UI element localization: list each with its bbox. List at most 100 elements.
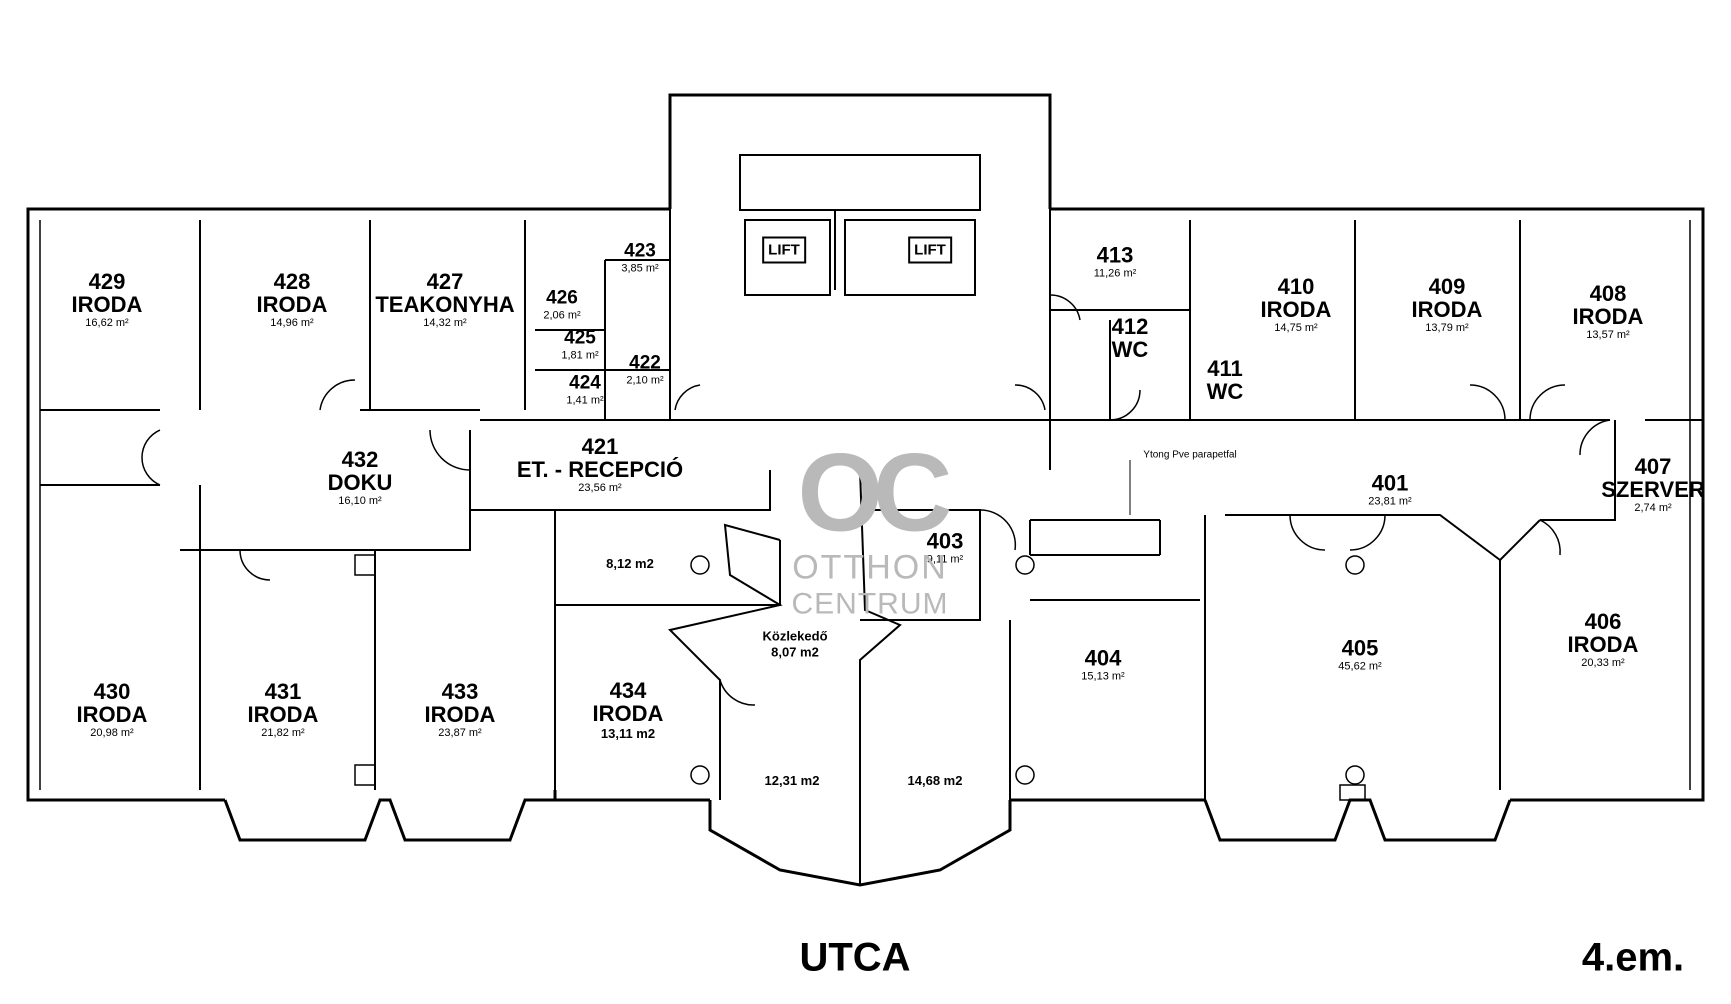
room-403-number: 403	[926, 528, 964, 554]
room-434-number: 434	[609, 678, 647, 704]
column-5	[1345, 555, 1365, 575]
room-432: 432 DOKU 16,10 m²	[328, 448, 393, 508]
column-6	[1345, 765, 1365, 785]
room-406-area: 20,33 m²	[1581, 657, 1625, 670]
room-424-area: 1,41 m²	[566, 394, 604, 407]
room-409-area: 13,79 m²	[1425, 322, 1469, 335]
room-430-number: 430	[93, 679, 131, 705]
room-428: 428 IRODA 14,96 m²	[257, 270, 328, 330]
door-412	[1109, 389, 1141, 421]
room-429-area: 16,62 m²	[85, 317, 129, 330]
lift-left: LIFT	[762, 236, 806, 264]
room-401-number: 401	[1371, 470, 1409, 496]
room-421-area: 23,56 m²	[578, 482, 622, 495]
room-407-name: SZERVER	[1601, 477, 1705, 503]
room-403: 403 9,11 m²	[927, 530, 964, 567]
door-406	[1539, 519, 1561, 556]
room-434-area: 13,11 m2	[600, 726, 656, 742]
room-409-number: 409	[1428, 274, 1466, 300]
room-407: 407 SZERVER 2,74 m²	[1601, 455, 1705, 515]
room-422: 422 2,10 m²	[626, 353, 663, 386]
corridor-area: 8,07 m2	[771, 644, 819, 659]
wall-kozlekedo-r	[859, 469, 902, 690]
room-432-name: DOKU	[327, 470, 393, 496]
bay-405	[1203, 798, 1512, 842]
door-413	[1049, 294, 1081, 321]
room-404: 404 15,13 m²	[1081, 647, 1124, 684]
wall-432-bottom	[180, 490, 471, 551]
room-404-number: 404	[1084, 645, 1122, 671]
room-412: 412 WC	[1112, 315, 1149, 361]
shaft-3	[1339, 784, 1366, 801]
wall-407	[1540, 420, 1616, 521]
room-430: 430 IRODA 20,98 m²	[77, 680, 148, 740]
room-412-name: WC	[1111, 337, 1149, 362]
storage-area: 8,12 m2	[606, 556, 654, 572]
room-404-area: 15,13 m²	[1081, 670, 1125, 683]
door-432-left	[141, 429, 161, 486]
room-410-name: IRODA	[1260, 297, 1332, 323]
street-label: UTCA	[799, 935, 911, 980]
room-422-number: 422	[629, 352, 661, 374]
bay-1-area: 12,31 m2	[764, 773, 820, 789]
room-434-name: IRODA	[592, 701, 664, 727]
room-413-area: 11,26 m²	[1093, 267, 1137, 280]
room-422-area: 2,10 m²	[626, 374, 664, 387]
lift-right: LIFT	[908, 236, 952, 264]
room-406: 406 IRODA 20,33 m²	[1568, 610, 1639, 670]
watermark-logo: OC	[797, 431, 953, 555]
room-408-number: 408	[1589, 281, 1627, 307]
room-413: 413 11,26 m²	[1094, 244, 1137, 281]
room-432-area: 16,10 m²	[338, 495, 382, 508]
room-434: 434 IRODA 13,11 m2	[593, 679, 664, 741]
room-421-name: ET. - RECEPCIÓ	[516, 457, 684, 483]
room-411-number: 411	[1207, 355, 1243, 381]
room-427-number: 427	[426, 269, 464, 295]
room-408-area: 13,57 m²	[1586, 329, 1630, 342]
room-426: 426 2,06 m²	[543, 288, 580, 321]
room-427: 427 TEAKONYHA 14,32 m²	[375, 270, 514, 330]
room-431-number: 431	[264, 679, 302, 705]
room-431: 431 IRODA 21,82 m²	[248, 680, 319, 740]
room-433: 433 IRODA 23,87 m²	[425, 680, 496, 740]
bay-room-2: 14,68 m2	[908, 772, 963, 788]
wall-405-top	[1225, 514, 1501, 561]
room-403-area: 9,11 m²	[926, 553, 964, 566]
lift-shaft-left	[744, 219, 831, 296]
room-428-area: 14,96 m²	[270, 317, 314, 330]
wall-403	[860, 509, 981, 621]
room-401-area: 23,81 m²	[1368, 495, 1412, 508]
wall-421-bottom	[470, 470, 771, 511]
door-410	[1469, 384, 1506, 421]
room-431-area: 21,82 m²	[261, 727, 305, 740]
wall-kozlekedo	[668, 523, 783, 800]
room-424: 424 1,41 m²	[566, 373, 603, 406]
door-408	[1529, 384, 1566, 421]
room-423: 423 3,85 m²	[621, 241, 658, 274]
room-410: 410 IRODA 14,75 m²	[1261, 275, 1332, 335]
room-412-number: 412	[1111, 313, 1149, 339]
otthon-centrum-watermark: OC OTTHON CENTRUM	[792, 431, 953, 622]
room-428-name: IRODA	[256, 292, 328, 318]
room-406-name: IRODA	[1567, 632, 1639, 658]
room-426-area: 2,06 m²	[543, 309, 581, 322]
column-3	[1015, 555, 1035, 575]
door-432-right	[319, 379, 356, 411]
room-407-number: 407	[1634, 454, 1672, 480]
column-1	[690, 555, 710, 575]
lift-shaft-right	[844, 219, 976, 296]
room-421: 421 ET. - RECEPCIÓ 23,56 m²	[517, 435, 683, 495]
door-432-bottom	[239, 549, 271, 581]
shaft-2	[354, 764, 376, 786]
room-424-number: 424	[569, 372, 601, 394]
room-408: 408 IRODA 13,57 m²	[1573, 282, 1644, 342]
room-430-area: 20,98 m²	[90, 727, 134, 740]
door-403	[979, 509, 1017, 551]
column-4	[1015, 765, 1035, 785]
room-413-number: 413	[1096, 242, 1134, 268]
room-411-name: WC	[1206, 379, 1244, 404]
parapet-note: Ytong Pve parapetfal	[1143, 449, 1237, 461]
room-425-number: 425	[564, 327, 596, 349]
room-411: 411 WC	[1207, 357, 1244, 403]
room-429: 429 IRODA 16,62 m²	[72, 270, 143, 330]
